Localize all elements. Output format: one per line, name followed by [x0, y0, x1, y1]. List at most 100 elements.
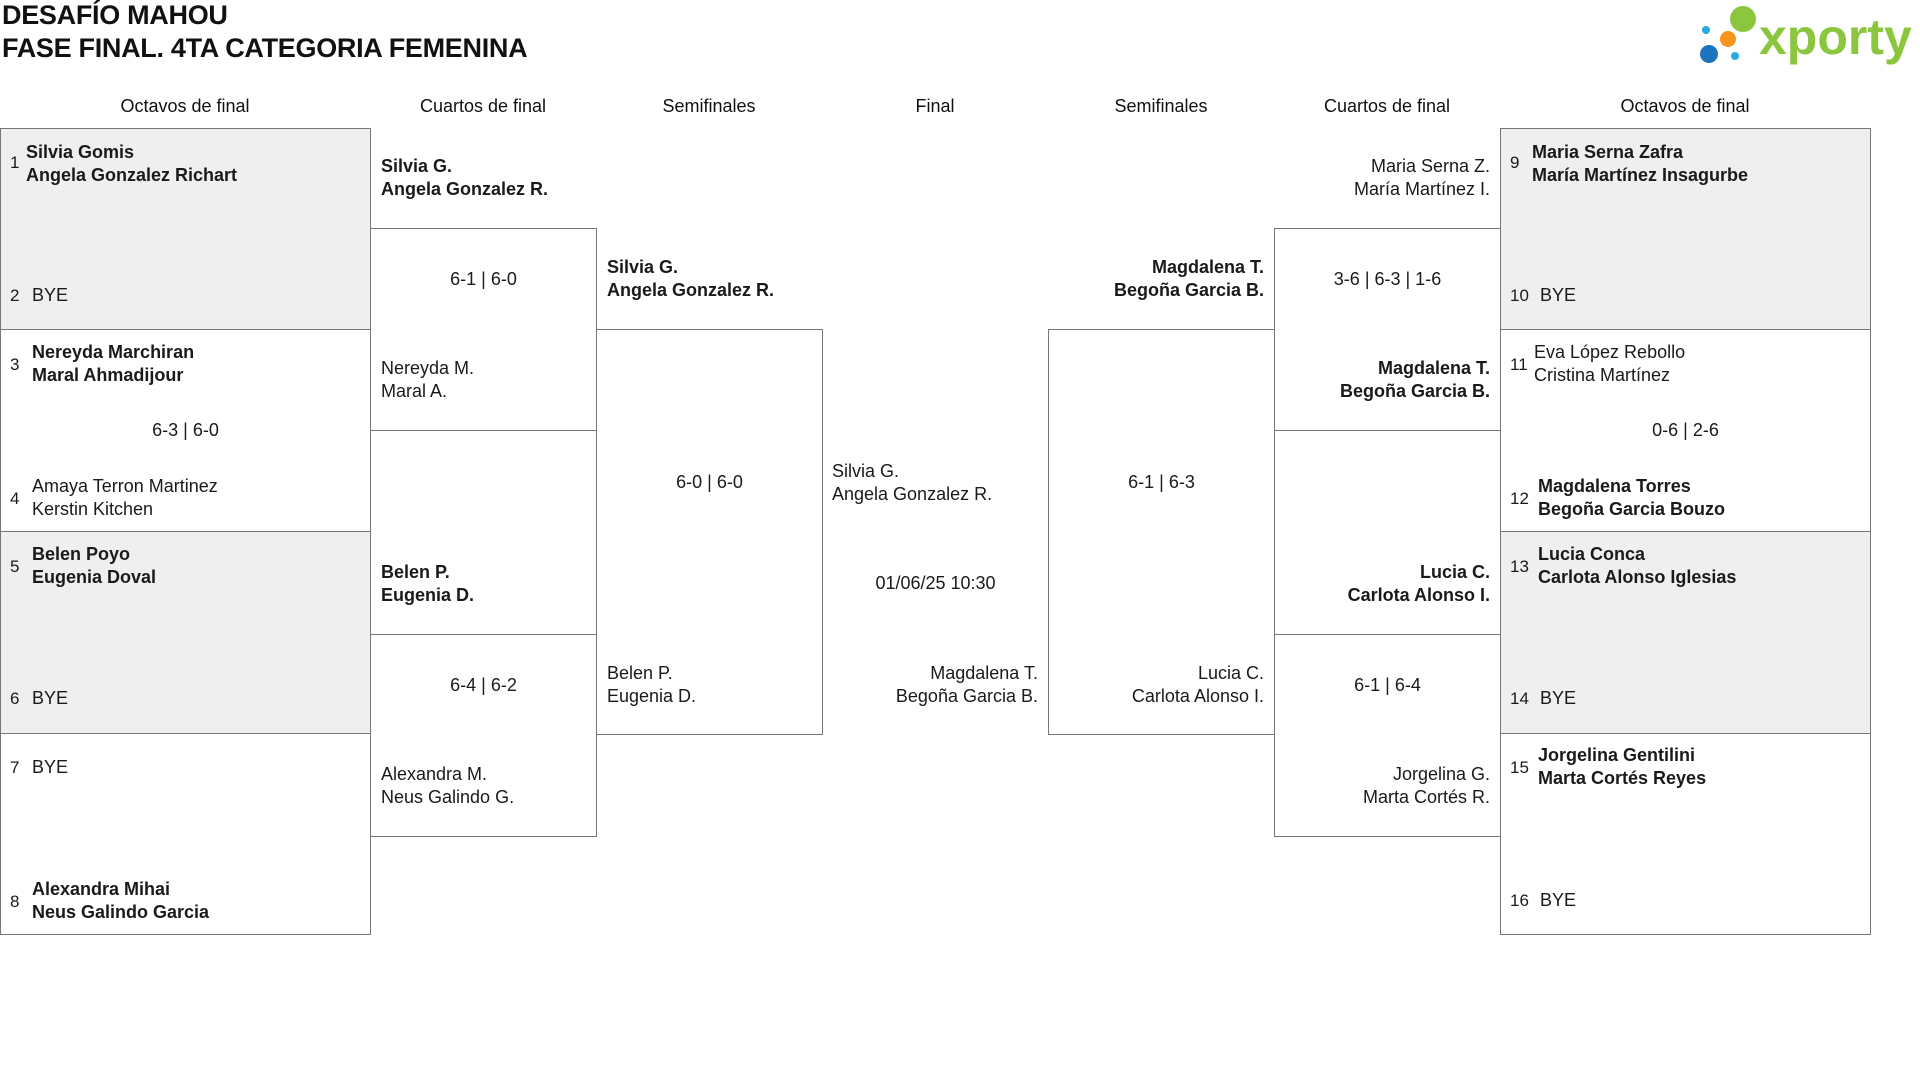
player-name: Magdalena T.	[1377, 358, 1490, 378]
player-name: Eugenia D.	[381, 585, 475, 605]
match-score: 6-1 | 6-0	[450, 269, 517, 289]
player-name: Begoña Garcia Bouzo	[1538, 499, 1726, 519]
player-name: Maria Serna Z.	[1370, 156, 1490, 176]
player-name: Carlota Alonso I.	[1131, 686, 1264, 706]
match-sf-right[interactable]	[1048, 329, 1275, 735]
player-name: Cristina Martínez	[1534, 365, 1671, 385]
player-name: Lucia C.	[1419, 562, 1490, 582]
player-name: Silvia G.	[832, 461, 900, 481]
player-name: Angela Gonzalez R.	[607, 280, 775, 300]
logo-dot-lightblue	[1702, 26, 1710, 34]
final-team-bottom: Magdalena T. Begoña Garcia B.	[822, 662, 1038, 708]
final-team-top: Silvia G. Angela Gonzalez R.	[832, 460, 992, 506]
player-name: BYE	[1540, 688, 1577, 708]
team-pair: Silvia G. Angela Gonzalez R.	[381, 155, 548, 201]
player-name: Alexandra M.	[381, 764, 488, 784]
player-name: Begoña Garcia B.	[895, 686, 1038, 706]
player-name: Marta Cortés R.	[1362, 787, 1490, 807]
seed-number: 9	[1510, 153, 1520, 172]
match-score: 6-3 | 6-0	[152, 420, 219, 440]
team-pair: Jorgelina G. Marta Cortés R.	[1274, 763, 1490, 809]
player-name: Magdalena T.	[930, 663, 1038, 683]
logo-dot-blue	[1700, 45, 1718, 63]
seed-number: 12	[1510, 489, 1529, 508]
round-header-left-r16: Octavos de final	[120, 96, 250, 116]
player-name: Amaya Terron Martinez	[32, 476, 218, 496]
match-qf-right-1[interactable]	[1274, 228, 1501, 431]
player-name: Belen P.	[381, 562, 450, 582]
match-score: 3-6 | 6-3 | 1-6	[1333, 269, 1442, 289]
team-pair: Belen P. Eugenia D.	[381, 561, 474, 607]
team-pair: Nereyda M. Maral A.	[381, 357, 474, 403]
player-name: Begoña Garcia B.	[1113, 280, 1264, 300]
player-name: Begoña Garcia B.	[1339, 381, 1490, 401]
player-name: Neus Galindo G.	[381, 787, 515, 807]
player-name: Neus Galindo Garcia	[32, 902, 210, 922]
logo-dot-lightblue-2	[1731, 52, 1739, 60]
player-name: BYE	[32, 688, 69, 708]
match-score: 6-1 | 6-4	[1354, 675, 1421, 695]
player-name: Magdalena Torres	[1538, 476, 1691, 496]
match-sf-left[interactable]	[596, 329, 823, 735]
seed-number: 1	[10, 153, 20, 172]
xporty-logo: xporty	[1700, 6, 1912, 65]
seed-number: 3	[10, 355, 20, 374]
logo-dot-green	[1730, 6, 1756, 32]
seed-number: 4	[10, 489, 20, 508]
player-name: Maral A.	[381, 381, 448, 401]
match-r16-right-3[interactable]	[1500, 531, 1871, 734]
team-pair: Lucia C. Carlota Alonso I.	[1048, 662, 1264, 708]
player-name: Belen Poyo	[32, 544, 131, 564]
player-name: María Martínez Insagurbe	[1532, 165, 1749, 185]
seed-number: 6	[10, 689, 20, 708]
player-name: Angela Gonzalez R.	[381, 179, 549, 199]
match-r16-left-4[interactable]	[0, 733, 371, 935]
round-header-left-qf: Cuartos de final	[419, 96, 547, 116]
match-r16-right-4[interactable]	[1500, 733, 1871, 935]
player-name: BYE	[32, 757, 69, 777]
player-name: Carlota Alonso I.	[1347, 585, 1490, 605]
team-pair: Magdalena T. Begoña Garcia B.	[1274, 357, 1490, 403]
player-name: Nereyda Marchiran	[32, 342, 195, 362]
match-qf-left-1[interactable]	[370, 228, 597, 431]
round-header-right-qf: Cuartos de final	[1323, 96, 1451, 116]
seed-number: 14	[1510, 689, 1529, 708]
match-r16-left-1[interactable]	[0, 128, 371, 330]
match-score: 6-0 | 6-0	[676, 472, 743, 492]
player-name: Maral Ahmadijour	[32, 365, 184, 385]
page-title-line1: DESAFÍO MAHOU	[2, 0, 228, 30]
match-qf-left-2[interactable]	[370, 634, 597, 837]
match-score: 6-4 | 6-2	[450, 675, 517, 695]
seed-number: 2	[10, 286, 20, 305]
player-name: Maria Serna Zafra	[1532, 142, 1684, 162]
team-pair: Silvia G. Angela Gonzalez R.	[607, 256, 774, 302]
player-name: BYE	[1540, 890, 1577, 910]
player-name: BYE	[32, 285, 69, 305]
seed-number: 10	[1510, 286, 1529, 305]
match-r16-right-2[interactable]	[1500, 329, 1871, 532]
team-pair: Lucia C. Carlota Alonso I.	[1274, 561, 1490, 607]
player-name: Eugenia D.	[607, 686, 697, 706]
player-name: Lucia C.	[1197, 663, 1264, 683]
player-name: Jorgelina Gentilini	[1538, 745, 1696, 765]
match-r16-right-1[interactable]	[1500, 128, 1871, 330]
player-name: Angela Gonzalez Richart	[26, 165, 238, 185]
logo-text: xporty	[1759, 9, 1912, 65]
page-title-line2: FASE FINAL. 4TA CATEGORIA FEMENINA	[2, 33, 528, 63]
player-name: Carlota Alonso Iglesias	[1538, 567, 1737, 587]
round-header-right-r16: Octavos de final	[1620, 96, 1750, 116]
seed-number: 16	[1510, 891, 1529, 910]
team-pair: Maria Serna Z. María Martínez I.	[1274, 155, 1490, 201]
seed-number: 11	[1510, 355, 1528, 374]
team-pair: Alexandra M. Neus Galindo G.	[381, 763, 514, 809]
seed-number: 8	[10, 892, 20, 911]
player-name: Silvia G.	[607, 257, 679, 277]
player-name: Nereyda M.	[381, 358, 475, 378]
player-name: Alexandra Mihai	[32, 879, 171, 899]
team-pair: Belen P. Eugenia D.	[607, 662, 696, 708]
round-header-right-sf: Semifinales	[1114, 96, 1208, 116]
round-header-final: Final	[915, 96, 955, 116]
match-r16-left-3[interactable]	[0, 531, 371, 734]
seed-number: 13	[1510, 557, 1529, 576]
match-qf-right-2[interactable]	[1274, 634, 1501, 837]
